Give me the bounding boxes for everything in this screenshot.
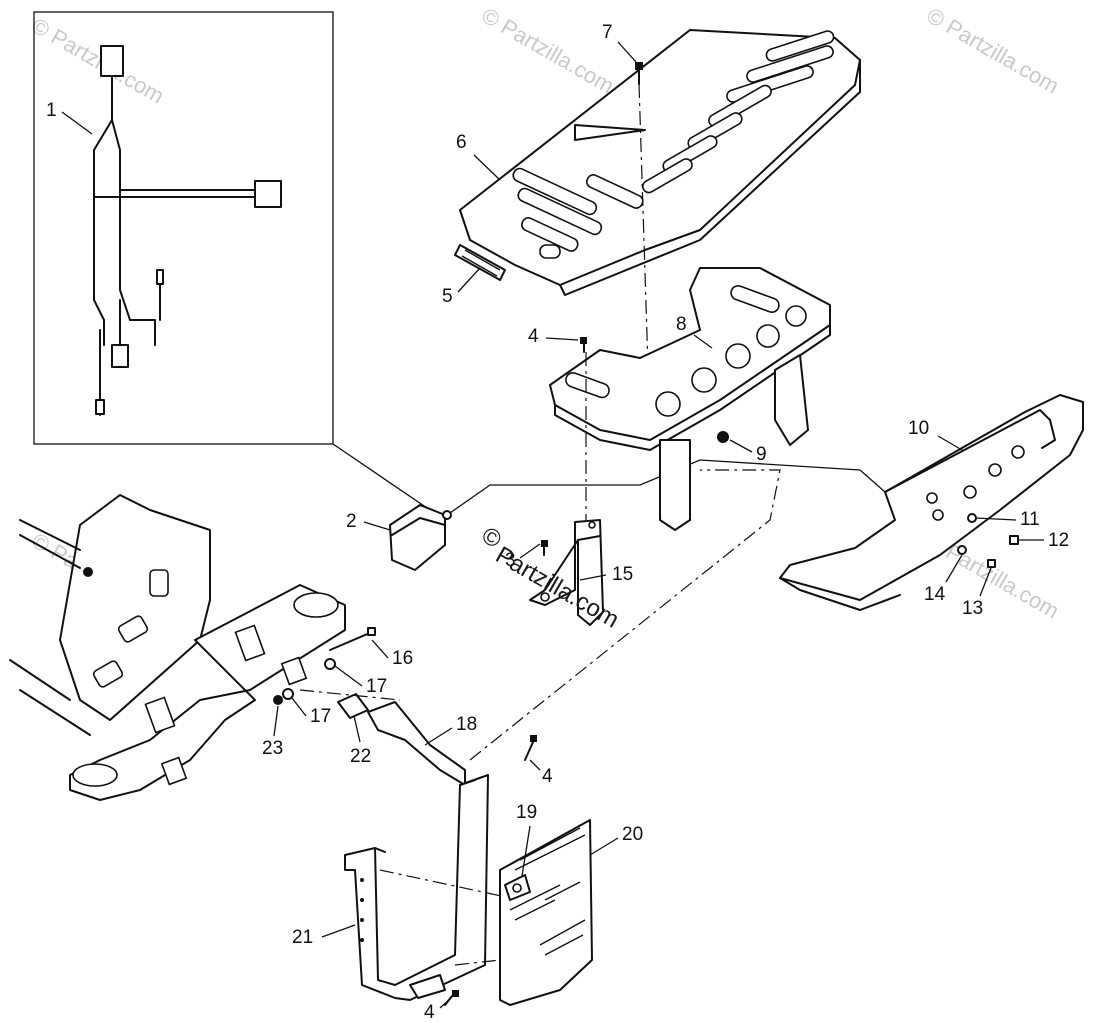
- callout-3: 3: [505, 550, 516, 571]
- callout-23: 23: [262, 738, 283, 759]
- callout-4-middle: 4: [542, 766, 553, 787]
- mud-flap-20-part: 19 20: [499, 802, 643, 1006]
- rack-support-part: 8: [549, 267, 831, 531]
- callout-6: 6: [456, 132, 467, 153]
- callout-8: 8: [676, 314, 687, 335]
- harness-connector-side: [254, 180, 282, 208]
- nut-9: 9: [717, 431, 767, 465]
- callout-2: 2: [346, 511, 357, 532]
- bumper-hardware: 11 12 14 13: [924, 509, 1069, 619]
- callout-11: 11: [1020, 509, 1040, 530]
- inset-frame: [33, 11, 334, 445]
- watermark-top-right: © Partzilla.com: [923, 3, 1064, 99]
- callout-17-upper: 17: [366, 676, 387, 697]
- rack-slots: [512, 30, 835, 259]
- hitch-hardware: 16 17 17 23 22: [262, 627, 413, 767]
- callout-1: 1: [46, 100, 57, 121]
- bracket-15-part: 15 3: [505, 519, 633, 626]
- callout-15: 15: [612, 564, 633, 585]
- callout-10: 10: [908, 418, 929, 439]
- reflector-part: 5: [442, 244, 506, 307]
- callout-20: 20: [622, 824, 643, 845]
- callout-14: 14: [924, 584, 946, 605]
- callout-18: 18: [456, 714, 477, 735]
- screw-4-lower: 4: [424, 990, 459, 1023]
- callout-22: 22: [350, 746, 371, 767]
- center-watermark: © Partzilla.com: [477, 522, 624, 634]
- callout-4-upper: 4: [528, 326, 539, 347]
- callout-21: 21: [292, 927, 313, 948]
- callout-13: 13: [962, 598, 983, 619]
- callout-4-lower: 4: [424, 1002, 435, 1023]
- frame-part: [9, 494, 346, 801]
- callout-17-lower: 17: [310, 706, 331, 727]
- bumper-part: 10: [779, 394, 1084, 611]
- taillight-part: 2: [346, 459, 861, 571]
- callout-5: 5: [442, 286, 453, 307]
- screw-4-upper: 4: [528, 326, 587, 520]
- harness-connector-top: [100, 45, 124, 77]
- flap-bracket-21-part: 21: [292, 774, 521, 1001]
- center-watermark-text: Partzilla.com: [491, 541, 623, 633]
- wire-harness-inset: 1: [33, 11, 334, 445]
- watermark-top-left: © Partzilla.com: [28, 13, 169, 109]
- screw-7: 7: [602, 22, 651, 431]
- tube-18-part: 18: [367, 701, 477, 786]
- screw-4-middle: 4: [469, 469, 781, 787]
- rear-rack-part: 6: [456, 29, 861, 296]
- callout-16: 16: [392, 648, 413, 669]
- callout-12: 12: [1048, 530, 1069, 551]
- watermark-top-center: © Partzilla.com: [478, 3, 619, 99]
- callout-7: 7: [602, 22, 613, 43]
- callout-19: 19: [516, 802, 537, 823]
- callout-9: 9: [756, 444, 767, 465]
